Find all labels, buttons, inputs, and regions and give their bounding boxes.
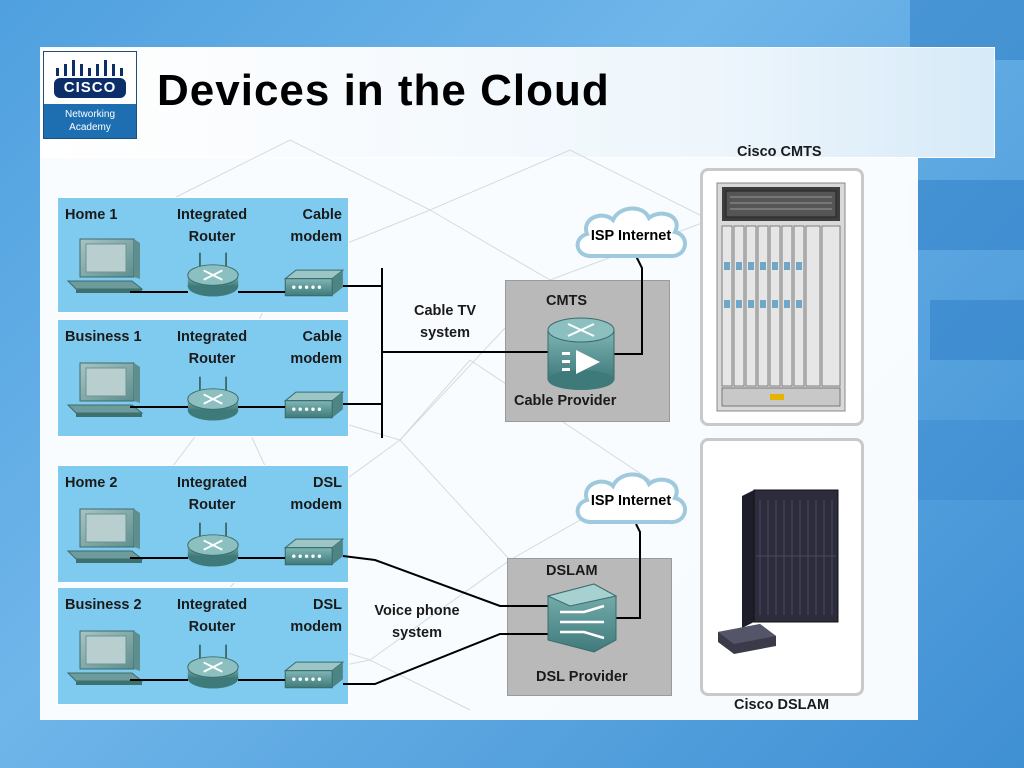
dsl-provider-caption: DSL Provider (536, 669, 628, 685)
academy-label: Networking Academy (44, 104, 136, 138)
academy-line-1: Networking (64, 109, 116, 120)
cisco-logo: CISCO Networking Academy (43, 51, 137, 139)
slide-title: Devices in the Cloud (157, 66, 610, 115)
cisco-cmts-photo (716, 182, 846, 412)
dslam-title: DSLAM (546, 563, 598, 579)
pc-icon (67, 630, 143, 686)
cloud-label: ISP Internet (591, 228, 671, 244)
dsl-link (342, 523, 641, 685)
router-icon (186, 375, 240, 422)
cloud-label: ISP Internet (591, 493, 671, 509)
router-icon (186, 251, 240, 298)
panel-title: Business 2 (65, 597, 142, 613)
cmts-icon (547, 317, 615, 390)
modem-icon (284, 661, 344, 689)
panel-title: Home 1 (65, 207, 118, 223)
dslam-icon (546, 583, 618, 653)
cisco-bars-icon (56, 60, 123, 76)
panel-title: Home 2 (65, 475, 118, 491)
title-frame (40, 47, 995, 158)
cable-link (343, 255, 643, 438)
cmts-title: CMTS (546, 293, 588, 309)
cisco-wordmark: CISCO (54, 78, 126, 98)
modem-icon (284, 391, 344, 419)
background-tiles (900, 0, 1024, 768)
cisco-dslam-photo (718, 489, 839, 654)
pc-icon (67, 508, 143, 564)
router-icon (186, 521, 240, 568)
panel-title: Business 1 (65, 329, 142, 345)
pc-icon (67, 362, 143, 418)
cisco-dslam-caption: Cisco DSLAM (734, 697, 830, 713)
modem-icon (284, 269, 344, 297)
title-bar (40, 47, 995, 158)
router-icon (186, 643, 240, 690)
academy-line-2: Academy (69, 122, 111, 133)
pc-icon (67, 238, 143, 294)
cisco-cmts-caption: Cisco CMTS (737, 144, 822, 160)
modem-icon (284, 538, 344, 566)
cable-provider-caption: Cable Provider (514, 393, 617, 409)
